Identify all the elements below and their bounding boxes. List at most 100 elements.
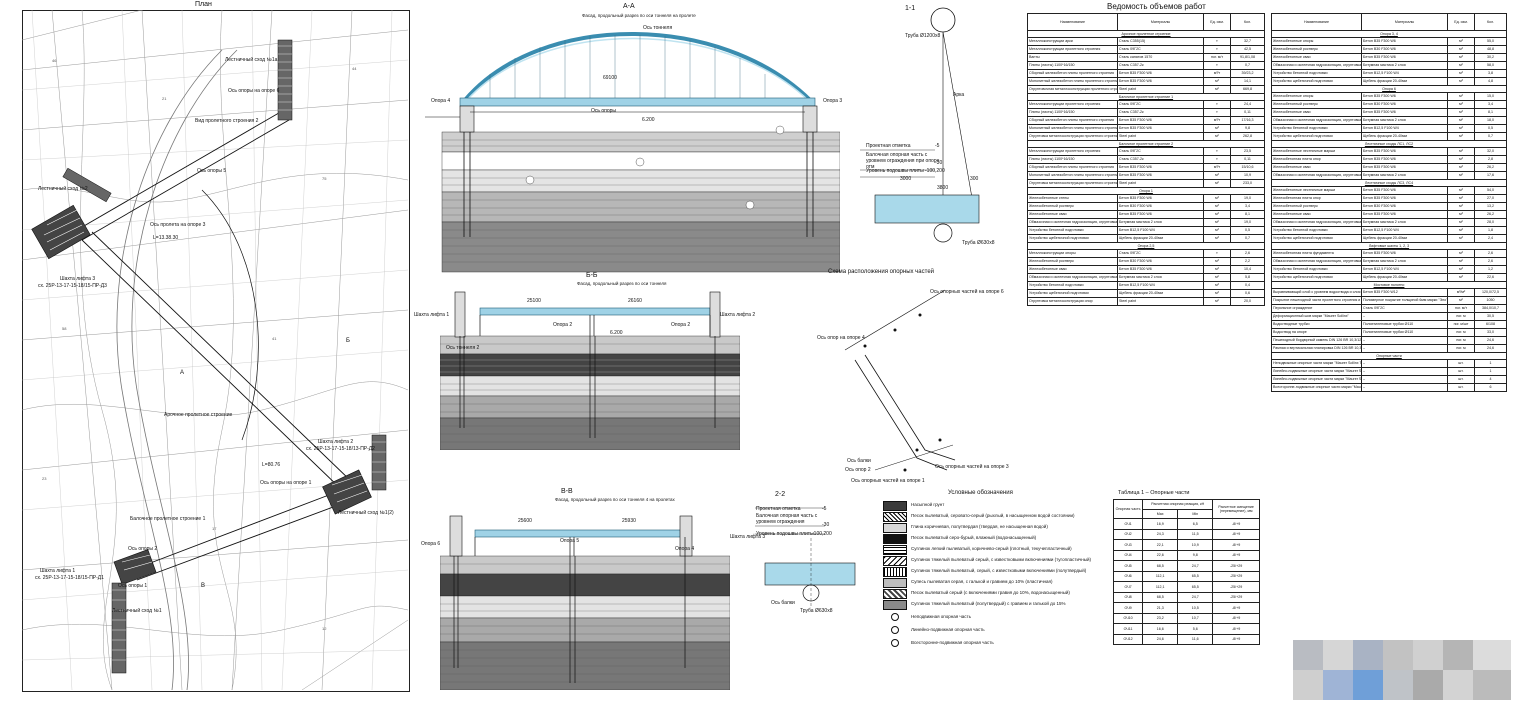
- volumes-h-mat: Материалы: [1361, 13, 1448, 31]
- legend-item: Суглинок тяжелый пылеватый (полутвердый)…: [883, 599, 1183, 610]
- section-11-w1: 3000: [900, 176, 912, 182]
- volumes-row: Монолитный железобетон плиты пролетного …: [1027, 77, 1265, 86]
- volumes-row: Монолитный железобетон плиты пролетного …: [1027, 171, 1265, 180]
- volumes-row: Монолитный железобетон плиты пролетного …: [1027, 124, 1265, 133]
- section-22-lvl3: Уровень подошвы плиты: [756, 531, 814, 537]
- section-a-axis: Ось тоннеля: [643, 25, 673, 31]
- plan-label-ax5: Ось опоры 5: [197, 168, 227, 174]
- legend-item: Насыпной грунт: [883, 500, 1183, 511]
- volumes-row: Всесторонне-подвижные опорные части марк…: [1271, 383, 1507, 392]
- volumes-row: Рамная и вертикальная планировка DIN 126…: [1271, 344, 1507, 353]
- volumes-section-row: Мостовое полотно: [1271, 281, 1507, 289]
- section-22-v2: -30: [822, 522, 830, 528]
- section-11-v1: -5: [935, 143, 940, 149]
- plan-label-ax-op2: Ось опоры 2: [128, 546, 158, 552]
- scheme-ax2: Ось опор 2: [845, 467, 871, 473]
- section-22-marker: 2-2: [775, 491, 786, 498]
- volumes-row: Огрунтовка металлоконструкции пролетного…: [1027, 179, 1265, 188]
- bearings-h-disp: Расчетное смещение (перемещение), мм: [1212, 499, 1260, 519]
- section-b-axis: Ось тоннеля 2: [446, 345, 480, 351]
- section-a-marker: А-А: [623, 3, 635, 10]
- section-b-drawing: [440, 291, 740, 450]
- legend-item: Песок пылеватый серо-бурый, влажный (вод…: [883, 533, 1183, 544]
- section-11-marker: 1-1: [905, 5, 916, 12]
- plan-label-ax-op3: Ось пролета на опоре 3: [150, 222, 206, 228]
- plan-label-shaft1: Шахта лифта 1: [40, 568, 76, 574]
- bearings-h-load: Расчетная опорная реакция, кН: [1142, 499, 1214, 510]
- plan-label-stair-1: Лестничный сход №1: [112, 608, 162, 614]
- volumes-row: Обмазочная и оклеечная гидроизоляция, ог…: [1271, 171, 1507, 180]
- legend-item: Суглинок тяжелый пылеватый, серый, с изв…: [883, 566, 1183, 577]
- volumes-h-qty: Кол.: [1230, 13, 1265, 31]
- volumes-section-row: Балочное пролетное строение 1: [1027, 93, 1265, 101]
- svg-text:21: 21: [162, 96, 167, 101]
- section-b-marker: Б-Б: [586, 272, 598, 279]
- volumes-row: Пешеходный бордюрный камень DIN 126 BR 1…: [1271, 336, 1507, 345]
- plan-letter-b: Б: [346, 338, 350, 344]
- volumes-h-mat: Материалы: [1117, 13, 1204, 31]
- section-22-v1: -5: [822, 506, 827, 512]
- svg-text:17: 17: [212, 526, 217, 531]
- legend-item: Неподвижная опорная часть: [883, 612, 1183, 622]
- svg-text:75: 75: [322, 176, 327, 181]
- section-11-drawing: [860, 7, 980, 243]
- legend-item: Суглинок легкий пылеватый, коричнево-сер…: [883, 544, 1183, 555]
- volumes-section-row: Опора 1: [1027, 187, 1265, 195]
- legend-item: Суглинок тяжелый пылеватый серый, с изве…: [883, 555, 1183, 566]
- section-22-drawing: [755, 507, 856, 608]
- section-a-drawing: [425, 32, 840, 273]
- plan-label-arch: Арочное пролетное строение: [164, 412, 233, 418]
- volumes-row: Сборный железобетон плиты пролетного стр…: [1027, 116, 1265, 125]
- volumes-title: Ведомость объемов работ: [1107, 2, 1206, 11]
- scheme-ax1: Ось опорных частей на опоре 1: [851, 478, 925, 484]
- plan-title: План: [195, 1, 212, 8]
- volumes-row: Обмазочная и оклеечная гидроизоляция, ог…: [1271, 116, 1507, 125]
- section-v-title: Фасад, продольный разрез по оси тоннеля …: [555, 497, 675, 502]
- section-11-pipe2: Труба Ø630х8: [962, 240, 995, 246]
- section-v-drawing: [440, 515, 730, 690]
- scheme-ax3: Ось опорных частей на опоре 3: [935, 464, 1009, 470]
- volumes-row: Обмазочная и оклеечная гидроизоляция, ог…: [1027, 273, 1265, 282]
- volumes-row: Обмазочная и оклеечная гидроизоляция, ог…: [1271, 257, 1507, 266]
- volumes-table-right: Наименование Материалы Ед. изм. Кол. Опо…: [1271, 13, 1507, 392]
- legend-item: Линейно-подвижная опорная часть: [883, 625, 1183, 635]
- plan-label-ax6: Ось опоры на опоре 6: [228, 88, 280, 94]
- volumes-row: Сборный железобетон плиты пролетного стр…: [1027, 69, 1265, 78]
- volumes-row: Обмазочная и оклеечная гидроизоляция, ог…: [1027, 218, 1265, 227]
- section-22-v3: -100,200: [812, 531, 832, 537]
- plan-label-ax-op1b: Ось опоры 1: [118, 583, 148, 589]
- bearings-h-name: Опорная часть: [1112, 499, 1144, 519]
- volumes-row: Обмазочная и оклеечная гидроизоляция, ог…: [1271, 61, 1507, 70]
- bearings-h-max: Max: [1142, 509, 1179, 519]
